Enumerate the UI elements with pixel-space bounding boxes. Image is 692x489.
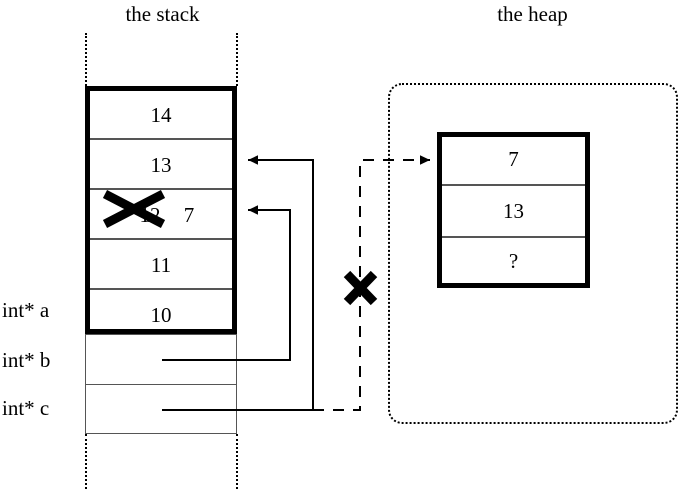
heap-title: the heap <box>497 2 568 26</box>
stack-allocated-frame: 14 13 12 7 11 10 <box>85 86 237 334</box>
heap-cell-value: 7 <box>508 147 519 171</box>
stack-guide-right-top <box>236 33 238 86</box>
stack-cell-value: 13 <box>150 153 172 177</box>
stack-unallocated-frame <box>85 334 237 434</box>
heap-cell-separator <box>442 184 585 186</box>
stack-guide-left-top <box>85 33 87 86</box>
stack-cell-value: 11 <box>150 253 172 277</box>
stack-cell-separator <box>90 138 232 140</box>
stack-cell-separator <box>86 384 236 385</box>
heap-cell-separator <box>442 236 585 238</box>
heap-cell-value: 13 <box>503 199 524 223</box>
heap-block: 7 13 ? <box>437 132 590 288</box>
stack-guide-left-bottom <box>85 434 87 489</box>
stack-guide-right-bottom <box>236 434 238 489</box>
stack-cell-value: 10 <box>150 303 172 327</box>
stack-cell-value: 14 <box>150 103 172 127</box>
stack-title: the stack <box>125 2 200 26</box>
variable-label-a: int* a <box>2 298 50 322</box>
heap-cell-value: ? <box>508 249 519 273</box>
variable-label-b: int* b <box>2 348 51 372</box>
variable-label-c: int* c <box>2 396 50 420</box>
x-cross-broken-pointer <box>343 270 378 306</box>
stack-cell-separator <box>90 188 232 190</box>
stack-cell-separator <box>90 288 232 290</box>
stack-cell-separator <box>90 238 232 240</box>
stack-cell-value-replacement: 7 <box>183 203 195 227</box>
